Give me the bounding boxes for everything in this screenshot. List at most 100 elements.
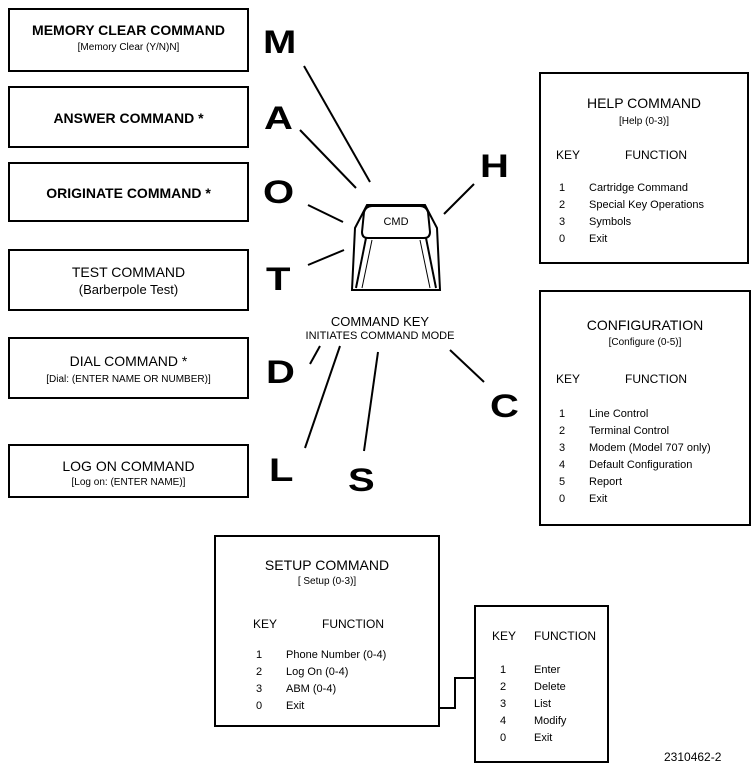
row-function: Enter xyxy=(534,664,561,676)
setup-to-submenu-line xyxy=(440,677,474,709)
originate-command-box: ORIGINATE COMMAND * xyxy=(8,162,249,222)
row-function: Log On (0-4) xyxy=(286,666,349,678)
row-function: ABM (0-4) xyxy=(286,683,337,695)
letter-d: D xyxy=(266,354,295,390)
help-title: HELP COMMAND xyxy=(586,95,702,111)
row-key: 4 xyxy=(559,459,566,471)
dial-title: DIAL COMMAND * xyxy=(69,353,188,369)
row-key: 2 xyxy=(559,199,566,211)
row-function: Modify xyxy=(534,715,567,727)
help-function-header: FUNCTION xyxy=(625,148,687,162)
answer-command-box: ANSWER COMMAND * xyxy=(8,86,249,148)
row-key: 1 xyxy=(500,664,507,676)
spoke-lines xyxy=(299,65,485,709)
row-key: 3 xyxy=(559,442,566,454)
key-cap-label: CMD xyxy=(383,216,409,228)
row-key: 2 xyxy=(500,681,507,693)
configuration-key-header: KEY xyxy=(556,372,581,386)
memory-clear-prompt: [Memory Clear (Y/N)N] xyxy=(77,42,180,53)
line-m xyxy=(303,65,371,183)
memory-clear-command-box: MEMORY CLEAR COMMAND [Memory Clear (Y/N)… xyxy=(8,8,249,72)
row-key: 0 xyxy=(256,700,263,712)
dial-prompt: [Dial: (ENTER NAME OR NUMBER)] xyxy=(46,374,211,385)
setup-function-header: FUNCTION xyxy=(322,617,384,631)
letter-o: O xyxy=(263,174,295,210)
row-key: 0 xyxy=(559,233,566,245)
setup-submenu-box: KEY FUNCTION 1 Enter 2 Delete 3 List 4 Modify 0 E… xyxy=(474,605,609,763)
setup-prompt: [ Setup (0-3)] xyxy=(297,576,357,587)
help-key-header: KEY xyxy=(556,148,581,162)
line-s xyxy=(363,351,379,452)
log-on-title: LOG ON COMMAND xyxy=(62,458,195,474)
row-function: Report xyxy=(589,476,623,488)
help-command-box: HELP COMMAND [Help (0-3)] KEY FUNCTION 1… xyxy=(539,72,749,264)
row-key: 4 xyxy=(500,715,507,727)
figure-id: 2310462-2 xyxy=(664,750,722,764)
row-key: 0 xyxy=(500,732,507,744)
submenu-key-header: KEY xyxy=(492,629,517,643)
dial-command-box: DIAL COMMAND * [Dial: (ENTER NAME OR NUM… xyxy=(8,337,249,399)
row-key: 3 xyxy=(559,216,566,228)
setup-command-box: SETUP COMMAND [ Setup (0-3)] KEY FUNCTIO… xyxy=(214,535,440,727)
test-title: TEST COMMAND xyxy=(71,264,186,280)
line-h xyxy=(443,183,475,215)
answer-title: ANSWER COMMAND * xyxy=(53,110,204,126)
row-key: 2 xyxy=(256,666,263,678)
row-function: Exit xyxy=(286,700,305,712)
test-command-box: TEST COMMAND (Barberpole Test) xyxy=(8,249,249,311)
row-function: Modem (Model 707 only) xyxy=(589,442,711,454)
row-function: Default Configuration xyxy=(589,459,693,471)
row-function: Line Control xyxy=(589,408,649,420)
command-key-caption: COMMAND KEY INITIATES COMMAND MODE xyxy=(300,314,460,342)
configuration-title: CONFIGURATION xyxy=(586,317,704,333)
line-t xyxy=(307,249,345,266)
letter-c: C xyxy=(490,388,519,424)
row-key: 2 xyxy=(559,425,566,437)
command-key-subtitle: INITIATES COMMAND MODE xyxy=(305,330,455,342)
row-key: 1 xyxy=(559,182,566,194)
row-function: Exit xyxy=(589,493,608,505)
command-key-title: COMMAND KEY xyxy=(330,314,430,329)
line-a xyxy=(299,129,357,189)
configuration-function-header: FUNCTION xyxy=(625,372,687,386)
setup-title: SETUP COMMAND xyxy=(264,557,390,573)
letter-l: L xyxy=(269,452,294,488)
letter-s: S xyxy=(348,462,375,498)
test-prompt: (Barberpole Test) xyxy=(78,282,179,297)
log-on-prompt: [Log on: (ENTER NAME)] xyxy=(71,477,186,488)
command-key xyxy=(350,204,442,291)
row-key: 1 xyxy=(559,408,566,420)
letter-t: T xyxy=(266,261,291,297)
row-function: Exit xyxy=(534,732,553,744)
row-function: Cartridge Command xyxy=(589,182,689,194)
line-o xyxy=(307,204,344,223)
row-function: Symbols xyxy=(589,216,632,228)
submenu-function-header: FUNCTION xyxy=(534,629,596,643)
row-function: List xyxy=(534,698,552,710)
row-function: Terminal Control xyxy=(589,425,670,437)
line-c xyxy=(449,349,485,383)
memory-clear-title: MEMORY CLEAR COMMAND xyxy=(32,22,225,38)
row-function: Exit xyxy=(589,233,608,245)
setup-key-header: KEY xyxy=(253,617,278,631)
line-l xyxy=(304,345,341,449)
log-on-command-box: LOG ON COMMAND [Log on: (ENTER NAME)] xyxy=(8,444,249,498)
row-function: Special Key Operations xyxy=(589,199,704,211)
letter-a: A xyxy=(264,100,293,136)
help-prompt: [Help (0-3)] xyxy=(618,116,669,127)
row-key: 3 xyxy=(500,698,507,710)
originate-title: ORIGINATE COMMAND * xyxy=(46,185,211,201)
row-function: Phone Number (0-4) xyxy=(286,649,387,661)
row-key: 0 xyxy=(559,493,566,505)
configuration-prompt: [Configure (0-5)] xyxy=(608,337,682,348)
row-key: 5 xyxy=(559,476,566,488)
line-d xyxy=(309,345,321,365)
letter-m: M xyxy=(263,24,297,60)
key-top xyxy=(360,205,432,239)
letter-h: H xyxy=(480,148,509,184)
configuration-box: CONFIGURATION [Configure (0-5)] KEY FUNC… xyxy=(539,290,751,526)
row-key: 3 xyxy=(256,683,263,695)
row-key: 1 xyxy=(256,649,263,661)
row-function: Delete xyxy=(534,681,566,693)
